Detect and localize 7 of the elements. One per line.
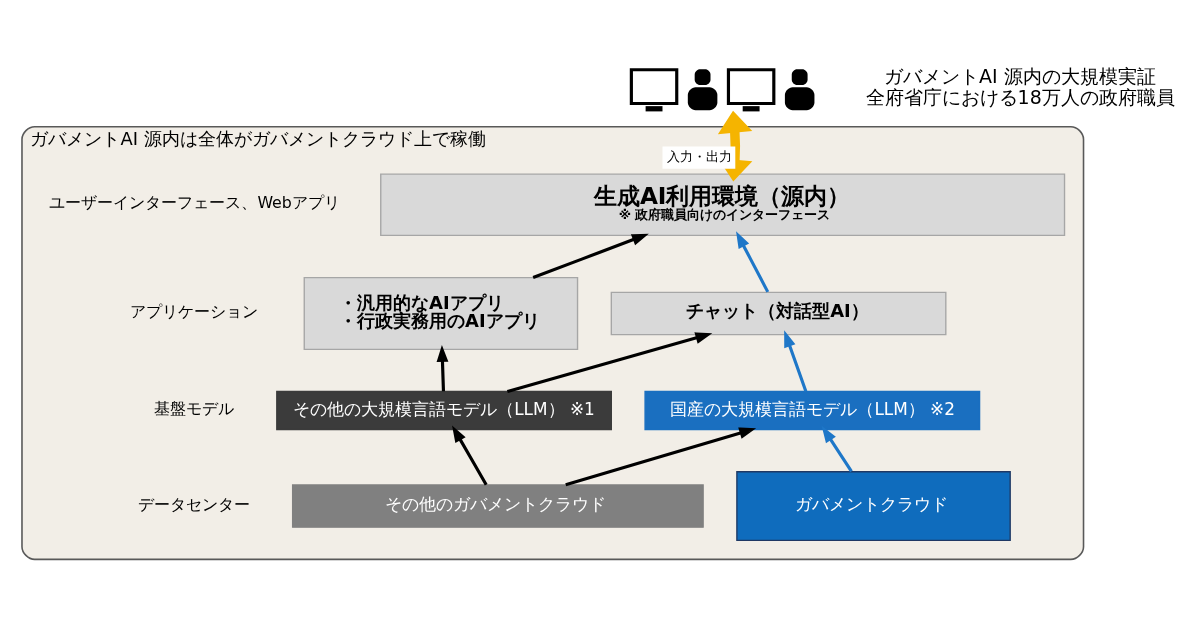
label: アプリケーション bbox=[129, 302, 258, 322]
node-label: ガバメントAI 源内の大規模実証 bbox=[883, 65, 1156, 88]
label: 基盤モデル bbox=[153, 399, 234, 419]
edge-label: 入力・出力 bbox=[666, 149, 732, 165]
node-label: 全府省庁における18万人の政府職員 bbox=[865, 86, 1175, 109]
label: データセンター bbox=[137, 494, 250, 514]
label: ユーザーインターフェース、Webアプリ bbox=[48, 193, 340, 213]
